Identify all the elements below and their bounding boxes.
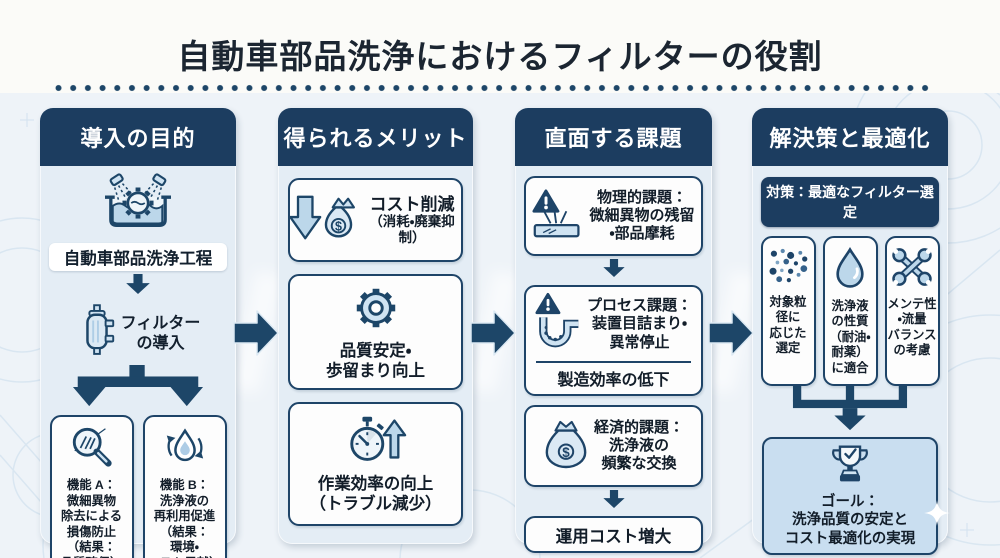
flow-arrow-right-icon [708,308,754,363]
svg-text:$: $ [562,444,570,459]
fluid-compatibility-box: 洗浄液 の性質 （耐油・ 耐薬） に適合 [822,236,878,386]
down-arrow-icon [125,274,151,299]
spray-wash-tank-icon [93,171,183,242]
flow-arrow-right-icon [233,308,279,363]
function-b-box: 機能 B： 洗浄液の 再利用促進 （結果： 環境・ コスト貢献） [142,415,227,558]
water-drop-recycle-icon [162,424,208,475]
merge-connector [765,386,935,437]
trophy-icon [826,444,874,491]
function-b-text: 機能 B： 洗浄液の 再利用促進 （結果： 環境・ コスト貢献） [148,478,222,558]
particles-icon [766,246,810,291]
economic-issue-text: 経済的課題： 洗浄液の 頻繁な交換 [593,418,684,473]
goal-box: ゴール： 洗浄品質の安定と コスト最適化の実現 [762,437,950,555]
process-issue-result: 製造効率の低下 [557,372,670,389]
operating-cost-box: 運用コスト増大 [524,516,703,553]
economic-issue-box: $ 経済的課題： 洗浄液の 頻繁な交換 [524,405,703,487]
moneybag-icon: $ [543,418,589,475]
filter-label: フィルター の導入 [120,315,201,352]
column-challenges: 直面する課題 物理的課題： 微細異物の残留 ・部品摩耗 [515,108,712,553]
solution-badge: 対策：最適なフィルター選定 [761,177,939,227]
maintenance-flow-text: メンテ性 ・流量 バランス の考慮 [887,297,937,358]
cost-reduction-box: $ コスト削減 （消耗・廃棄抑制） [288,178,463,262]
droplet-icon [830,246,870,295]
down-arrow-icon [601,259,627,282]
branch-connector [53,365,223,414]
column-solution: 解決策と最適化 対策：最適なフィルター選定 対象粒 径に 応じた 選定 [752,108,950,555]
physical-issue-box: 物理的課題： 微細異物の残留 ・部品摩耗 [524,176,703,256]
quality-stability-box: 品質安定・ 歩留まり向上 [288,274,463,390]
particle-size-text: 対象粒 径に 応じた 選定 [769,295,807,356]
cost-down-moneybag-icon: $ [289,191,360,250]
warning-clog-icon [535,292,583,357]
crossed-wrenches-icon [889,246,935,293]
cost-reduction-sub: （消耗・廃棄抑制） [369,214,455,245]
filter-canister-icon [76,303,118,364]
goal-text: ゴール： 洗浄品質の安定と コスト最適化の実現 [784,494,916,547]
quality-stability-text: 品質安定・ 歩留まり向上 [326,341,425,380]
maintenance-flow-box: メンテ性 ・流量 バランス の考慮 [884,236,940,386]
particle-size-box: 対象粒 径に 応じた 選定 [760,236,816,386]
down-arrow-icon [601,490,627,513]
work-efficiency-box: 作業効率の向上 （トラブル減少） [288,402,463,526]
page-title: 自動車部品洗浄におけるフィルターの役割 [177,38,823,75]
column-benefits: 得られるメリット $ コスト削減 （消耗・廃棄抑制） [278,108,473,544]
process-label: 自動車部品洗浄工程 [49,243,227,271]
column-purpose: 導入の目的 [40,108,236,558]
cost-reduction-title: コスト削減 [369,194,455,214]
column-purpose-header: 導入の目的 [40,108,236,166]
work-efficiency-text: 作業効率の向上 （トラブル減少） [309,474,442,513]
function-a-text: 機能 A： 微細異物 除去による 損傷防止 （結果： 品質確保） [60,478,123,558]
column-solution-header: 解決策と最適化 [752,108,948,166]
physical-issue-text: 物理的課題： 微細異物の残留 ・部品摩耗 [589,188,695,243]
magnifier-particles-icon [67,424,117,475]
dotted-divider [55,84,935,92]
process-issue-box: プロセス課題： 装置目詰まり・ 異常停止 製造効率の低下 [524,285,703,396]
sparkle-decoration [924,500,950,531]
flow-arrow-right-icon [470,308,516,363]
svg-text:$: $ [335,219,342,233]
gear-icon [349,283,403,338]
process-issue-text: プロセス課題： 装置目詰まり・ 異常停止 [586,297,692,351]
column-challenges-header: 直面する課題 [515,108,712,166]
fluid-compatibility-text: 洗浄液 の性質 （耐油・ 耐薬） に適合 [829,299,871,375]
warning-scratch-icon [532,187,584,246]
stopwatch-up-icon [344,414,408,471]
title-band [0,0,1000,93]
function-a-box: 機能 A： 微細異物 除去による 損傷防止 （結果： 品質確保） [49,415,134,558]
column-benefits-header: 得られるメリット [278,108,473,166]
divider-line [536,361,691,363]
